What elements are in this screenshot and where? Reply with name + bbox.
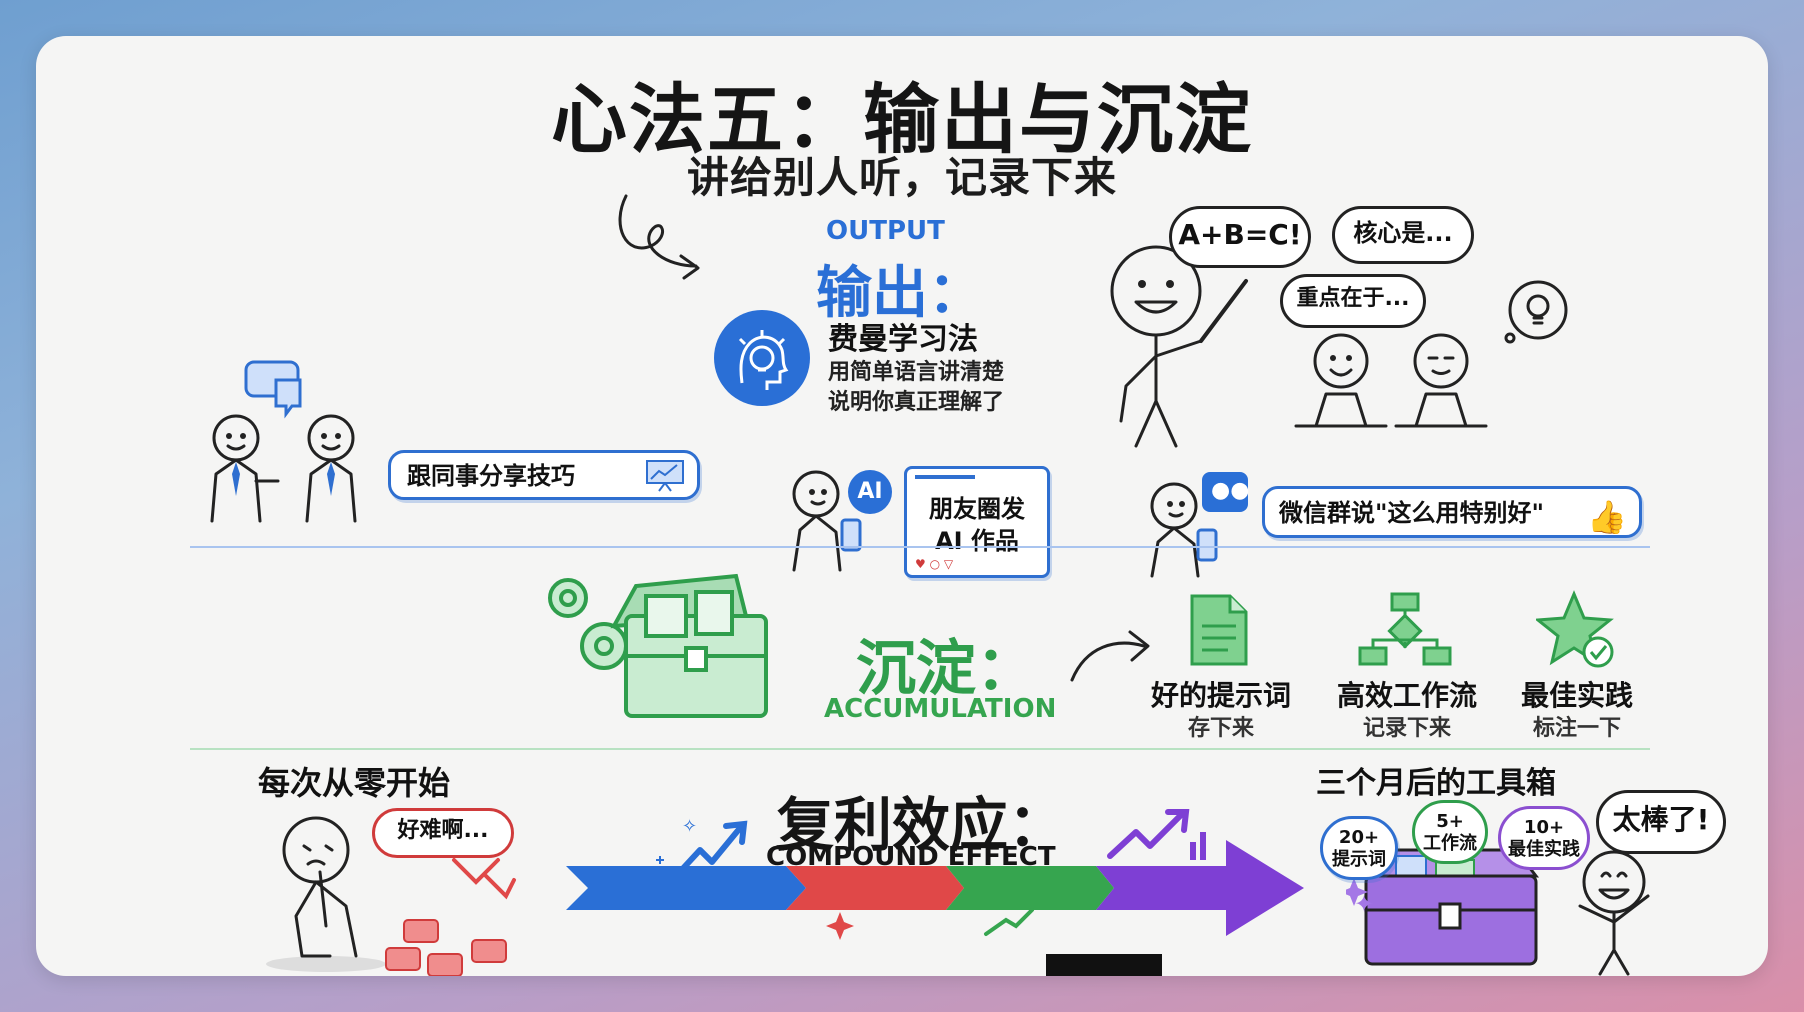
accum-item-3-title: 最佳实践: [1520, 679, 1633, 712]
accumulation-label-cn: 沉淀：: [856, 634, 1036, 704]
chest-bubble-prompts: 20+ 提示词: [1320, 816, 1398, 880]
example-text-wechat: 微信群说"这么用特别好": [1279, 499, 1545, 527]
right-title: 三个月后的工具箱: [1316, 766, 1556, 801]
moments-text-line-2: AI 作品: [935, 527, 1019, 555]
teacher-bubble-1: A+B=C!: [1169, 206, 1311, 268]
chest-bubble-workflows: 5+ 工作流: [1412, 800, 1488, 864]
example-text-colleagues: 跟同事分享技巧: [407, 462, 575, 490]
example-bubble-wechat: 微信群说"这么用特别好" 👍: [1262, 486, 1642, 538]
divider-accumulation: [190, 748, 1650, 750]
chest-bubble-workflows-label: 工作流: [1423, 833, 1477, 854]
curly-arrow-icon: [618, 194, 700, 280]
head-lightbulb-icon: [714, 310, 810, 406]
compound-label-cn: 复利效应：: [776, 791, 1067, 859]
treasure-chest-green-icon: [548, 573, 768, 718]
method-line-1: 用简单语言讲清楚: [828, 360, 1005, 385]
chest-bubble-prompts-label: 提示词: [1332, 849, 1386, 870]
accum-item-1-title: 好的提示词: [1150, 679, 1291, 712]
teacher-bubble-2: 核心是...: [1332, 206, 1474, 264]
lightbulb-thought-icon: [1504, 280, 1568, 344]
accum-item-3-sub: 标注一下: [1532, 716, 1621, 741]
method-title: 费曼学习法: [828, 322, 978, 357]
star-check-icon: [1536, 590, 1614, 668]
method-line-2: 说明你真正理解了: [828, 390, 1005, 415]
accum-item-2-sub: 记录下来: [1362, 716, 1451, 741]
chest-bubble-workflows-count: 5+: [1436, 811, 1464, 832]
sad-thinker-figure: [266, 816, 386, 972]
thumbs-up-icon: 👍: [1587, 498, 1627, 536]
right-speech-bubble: 太棒了!: [1596, 790, 1726, 854]
divider-output: [190, 546, 1650, 548]
compound-arrow: [566, 840, 1304, 940]
left-title: 每次从零开始: [258, 764, 451, 802]
bottom-tab: [1046, 954, 1162, 976]
group-chat-icon: ●●: [1202, 472, 1249, 512]
phone-user-figure-2: [1150, 482, 1218, 578]
phone-user-figure-1: [792, 470, 862, 572]
output-label-en: OUTPUT: [826, 216, 945, 246]
moments-post-card: 朋友圈发 AI 作品 ♥ ○ ▽: [904, 466, 1050, 578]
treasure-chest-purple-icon: [1346, 848, 1540, 966]
left-thought-bubble: 好难啊...: [372, 808, 514, 858]
colleagues-figure: [210, 360, 357, 523]
accum-item-1-sub: 存下来: [1187, 716, 1254, 741]
ai-badge: AI: [848, 470, 892, 514]
accumulation-label-en: ACCUMULATION: [824, 694, 1057, 724]
page-subtitle: 讲给别人听，记录下来: [686, 153, 1117, 202]
puzzle-pieces-icon: [385, 858, 516, 976]
chest-bubble-practices-label: 最佳实践: [1508, 839, 1580, 860]
student-bubble: 重点在于...: [1280, 274, 1426, 328]
heart-icon: ♥ ○ ▽: [915, 557, 954, 571]
moments-text-line-1: 朋友圈发: [929, 495, 1025, 523]
document-icon: [1190, 594, 1248, 666]
output-label-cn: 输出：: [816, 261, 984, 326]
page-title: 心法五：输出与沉淀: [551, 75, 1253, 164]
trend-up-purple-icon: [1107, 809, 1206, 860]
trend-up-blue-icon: [656, 820, 748, 879]
chest-bubble-prompts-count: 20+: [1338, 827, 1380, 848]
example-bubble-colleagues: 跟同事分享技巧: [388, 450, 700, 500]
sparkle-icon: ✦: [1354, 890, 1375, 918]
presentation-board-icon: [645, 459, 685, 508]
teacher-figure: [1110, 245, 1248, 448]
infographic-card: 心法五：输出与沉淀 讲给别人听，记录下来 OUTPUT 输出： 费曼学习法 用简…: [36, 36, 1768, 976]
workflow-icon: [1358, 592, 1452, 666]
accum-item-2-title: 高效工作流: [1336, 679, 1477, 712]
chest-bubble-practices-count: 10+: [1523, 817, 1565, 838]
students-figure: [1294, 333, 1488, 428]
sparkle-icon-blue: ✧: [682, 816, 698, 837]
chest-bubble-practices: 10+ 最佳实践: [1498, 806, 1590, 870]
happy-figure: [1578, 850, 1650, 976]
curved-arrow-icon: [1070, 630, 1150, 682]
